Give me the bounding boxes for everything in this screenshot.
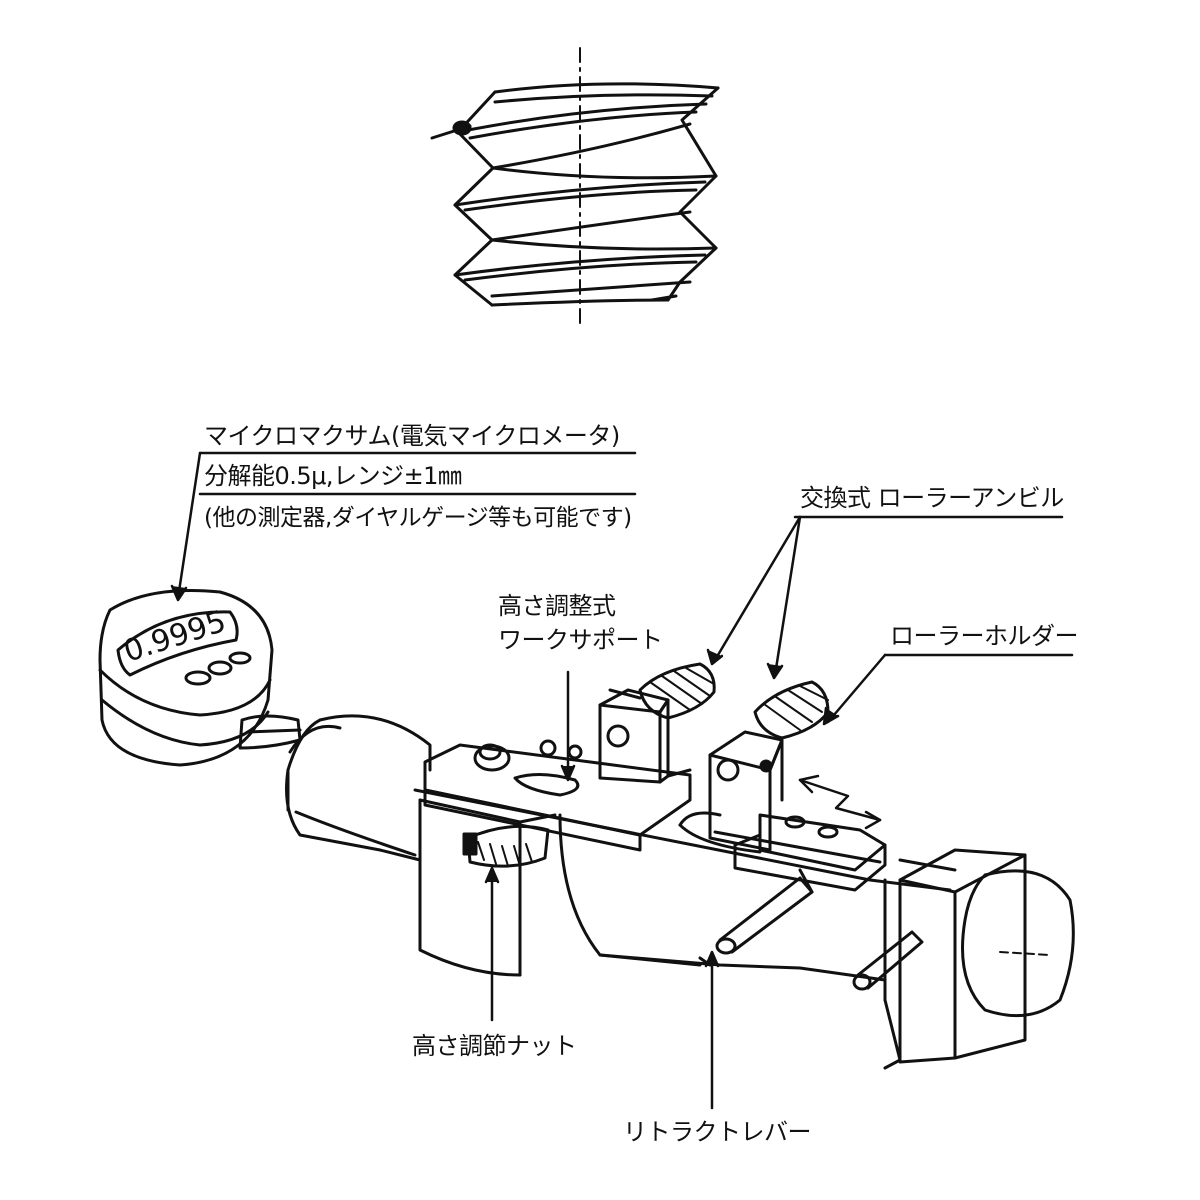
gauge-leader xyxy=(176,451,202,600)
height-adjust-nut xyxy=(466,824,550,868)
roller-anvil-front xyxy=(753,680,830,740)
thread-profile-right xyxy=(666,86,720,302)
label-roller-holder: ローラーホルダー xyxy=(890,622,1079,650)
label-work-support-line1: 高さ調整式 xyxy=(498,592,616,620)
label-work-support-line2: ワークサポート xyxy=(498,626,663,654)
motion-arrow xyxy=(798,774,882,830)
gauge-display-window xyxy=(116,610,239,677)
roller-anvil-rear xyxy=(608,662,716,720)
slider-block xyxy=(733,813,887,892)
main-cylinder xyxy=(285,718,422,862)
gauge-display-reading: 0.9995 xyxy=(120,604,231,670)
holder-set-screw xyxy=(759,759,773,773)
label-roller-anvil: 交換式 ローラーアンビル xyxy=(800,484,1064,512)
height-adjust-block xyxy=(418,798,557,977)
gauge-stem xyxy=(238,714,302,750)
fixed-anvil-bracket xyxy=(598,688,692,784)
label-height-nut: 高さ調節ナット xyxy=(412,1032,577,1060)
label-resolution: 分解能0.5μ,レンジ±1㎜ xyxy=(204,462,462,490)
end-cap xyxy=(961,869,1075,1018)
gauge-head xyxy=(98,589,302,767)
body-ring xyxy=(288,724,342,754)
end-block xyxy=(883,848,1075,1070)
side-pin xyxy=(852,930,924,991)
label-micromaxum: マイクロマクサム(電気マイクロメータ) xyxy=(204,422,620,450)
adjust-slot xyxy=(513,773,580,797)
anvil-leader-right xyxy=(773,515,802,677)
label-other-instruments: (他の測定器,ダイヤルゲージ等も可能です) xyxy=(204,505,632,531)
roller-holder xyxy=(678,730,882,864)
label-retract-lever: リトラクトレバー xyxy=(623,1118,812,1146)
work-support-plate xyxy=(423,739,692,852)
threaded-workpiece xyxy=(430,47,720,329)
measuring-contact-point xyxy=(452,120,472,136)
leader-lines xyxy=(170,451,1074,1110)
retract-lever-pin xyxy=(715,868,814,955)
anvil-leader-left xyxy=(713,515,802,662)
holder-leader xyxy=(826,653,887,724)
